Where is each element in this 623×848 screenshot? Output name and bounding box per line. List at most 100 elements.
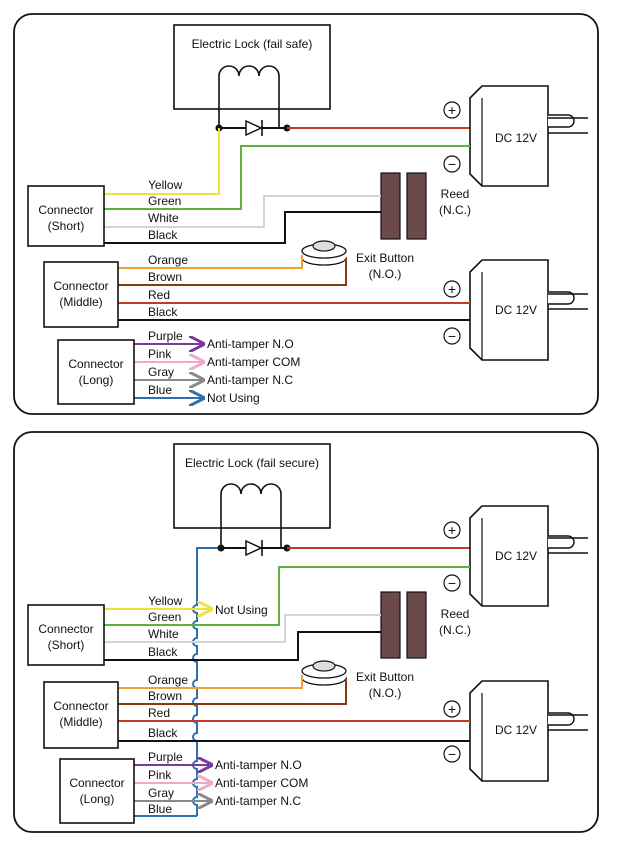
wire-label: Brown: [148, 270, 182, 284]
wire-label: Pink: [148, 768, 172, 782]
diagram-fail-secure: Electric Lock (fail secure) + − DC 12V: [13, 431, 599, 833]
connector-middle-label: Connector: [53, 699, 108, 713]
psu-label: DC 12V: [495, 303, 537, 317]
connector-short-box: [27, 604, 105, 666]
minus-circle: [443, 574, 461, 592]
wire-label: Red: [148, 706, 170, 720]
connector-middle-label: Connector: [53, 279, 108, 293]
wire-label: Gray: [148, 786, 174, 800]
reed-switch-right: [406, 172, 427, 240]
power-supply-bottom: DC 12V: [469, 259, 588, 361]
minus-circle: [443, 155, 461, 173]
wire-label: Gray: [148, 365, 174, 379]
diode-icon: [245, 119, 263, 137]
minus-symbol: −: [448, 746, 456, 762]
wire-blue-bus: [192, 547, 221, 816]
psu-label: DC 12V: [495, 549, 537, 563]
psu-label: DC 12V: [495, 723, 537, 737]
connector-middle-sublabel: (Middle): [59, 715, 102, 729]
minus-symbol: −: [448, 575, 456, 591]
tamper-target: Anti-tamper COM: [215, 776, 308, 790]
connector-long-box: [59, 758, 135, 824]
wire-yellow: [104, 128, 220, 195]
connector-long-sublabel: (Long): [79, 373, 114, 387]
wire-white: [104, 195, 381, 228]
power-supply-bottom: DC 12V: [469, 680, 588, 782]
wire-label: Green: [148, 194, 181, 208]
diagram-fail-safe: Electric Lock (fail safe) + − DC 12V: [13, 13, 599, 415]
connector-middle-sublabel: (Middle): [59, 295, 102, 309]
wire-label: White: [148, 627, 179, 641]
exit-button-subtitle: (N.O.): [369, 267, 402, 281]
tamper-target: Anti-tamper N.C: [207, 373, 293, 387]
plus-symbol: +: [448, 522, 456, 538]
exit-button-title: Exit Button: [356, 251, 414, 265]
wire-label: Yellow: [148, 594, 183, 608]
exit-button-subtitle: (N.O.): [369, 686, 402, 700]
wire-label: Purple: [148, 750, 183, 764]
tamper-target: Anti-tamper N.O: [215, 758, 302, 772]
connector-short-box: [27, 185, 105, 247]
wire-label: Black: [148, 645, 178, 659]
reed-title: Reed: [441, 607, 470, 621]
wire-green: [104, 145, 470, 210]
electric-lock-title: Electric Lock (fail safe): [192, 37, 313, 51]
electric-lock-title: Electric Lock (fail secure): [185, 456, 319, 470]
wire-label: Pink: [148, 347, 172, 361]
wire-label: Red: [148, 288, 170, 302]
wire-label: Black: [148, 228, 178, 242]
wire-orange: [118, 675, 303, 689]
reed-title: Reed: [441, 187, 470, 201]
wire-label: Orange: [148, 673, 188, 687]
tamper-target: Not Using: [207, 391, 260, 405]
exit-button-icon: [301, 660, 347, 686]
minus-symbol: −: [448, 156, 456, 172]
plus-circle: [443, 700, 461, 718]
wire-label: Green: [148, 610, 181, 624]
electric-lock-box: [173, 443, 331, 529]
connector-middle-box: [43, 261, 119, 328]
reed-switch-right: [406, 591, 427, 659]
minus-symbol: −: [448, 328, 456, 344]
reed-switch-left: [380, 591, 401, 659]
wire-label: Yellow: [148, 178, 183, 192]
reed-subtitle: (N.C.): [439, 203, 471, 217]
wire-label: Purple: [148, 329, 183, 343]
connector-long-sublabel: (Long): [80, 792, 115, 806]
connector-short-label: Connector: [38, 203, 93, 217]
lock-coil: [218, 65, 280, 128]
minus-circle: [443, 745, 461, 763]
connector-long-label: Connector: [69, 776, 124, 790]
connector-short-label: Connector: [38, 622, 93, 636]
plus-symbol: +: [448, 281, 456, 297]
connector-long-label: Connector: [68, 357, 123, 371]
plus-symbol: +: [448, 102, 456, 118]
connector-middle-box: [43, 681, 119, 749]
plus-circle: [443, 101, 461, 119]
wire-black: [104, 631, 381, 661]
wire-label: White: [148, 211, 179, 225]
tamper-target: Anti-tamper COM: [207, 355, 300, 369]
wire-label: Orange: [148, 253, 188, 267]
power-supply-top: DC 12V: [469, 85, 588, 187]
wire-brown: [118, 678, 347, 705]
yellow-target: Not Using: [215, 603, 268, 617]
connector-long-box: [57, 339, 135, 405]
wire-label: Black: [148, 726, 178, 740]
wire-orange: [118, 255, 303, 269]
lock-coil: [220, 483, 282, 548]
diode-icon: [245, 539, 263, 557]
reed-switch-left: [380, 172, 401, 240]
connector-short-sublabel: (Short): [48, 638, 85, 652]
minus-circle: [443, 327, 461, 345]
wire-green: [104, 566, 470, 626]
plus-symbol: +: [448, 701, 456, 717]
tamper-target: Anti-tamper N.O: [207, 337, 294, 351]
psu-label: DC 12V: [495, 131, 537, 145]
wire-brown: [118, 258, 347, 286]
plus-circle: [443, 280, 461, 298]
wire-black: [104, 211, 381, 244]
wire-white: [104, 614, 381, 643]
exit-button-title: Exit Button: [356, 670, 414, 684]
